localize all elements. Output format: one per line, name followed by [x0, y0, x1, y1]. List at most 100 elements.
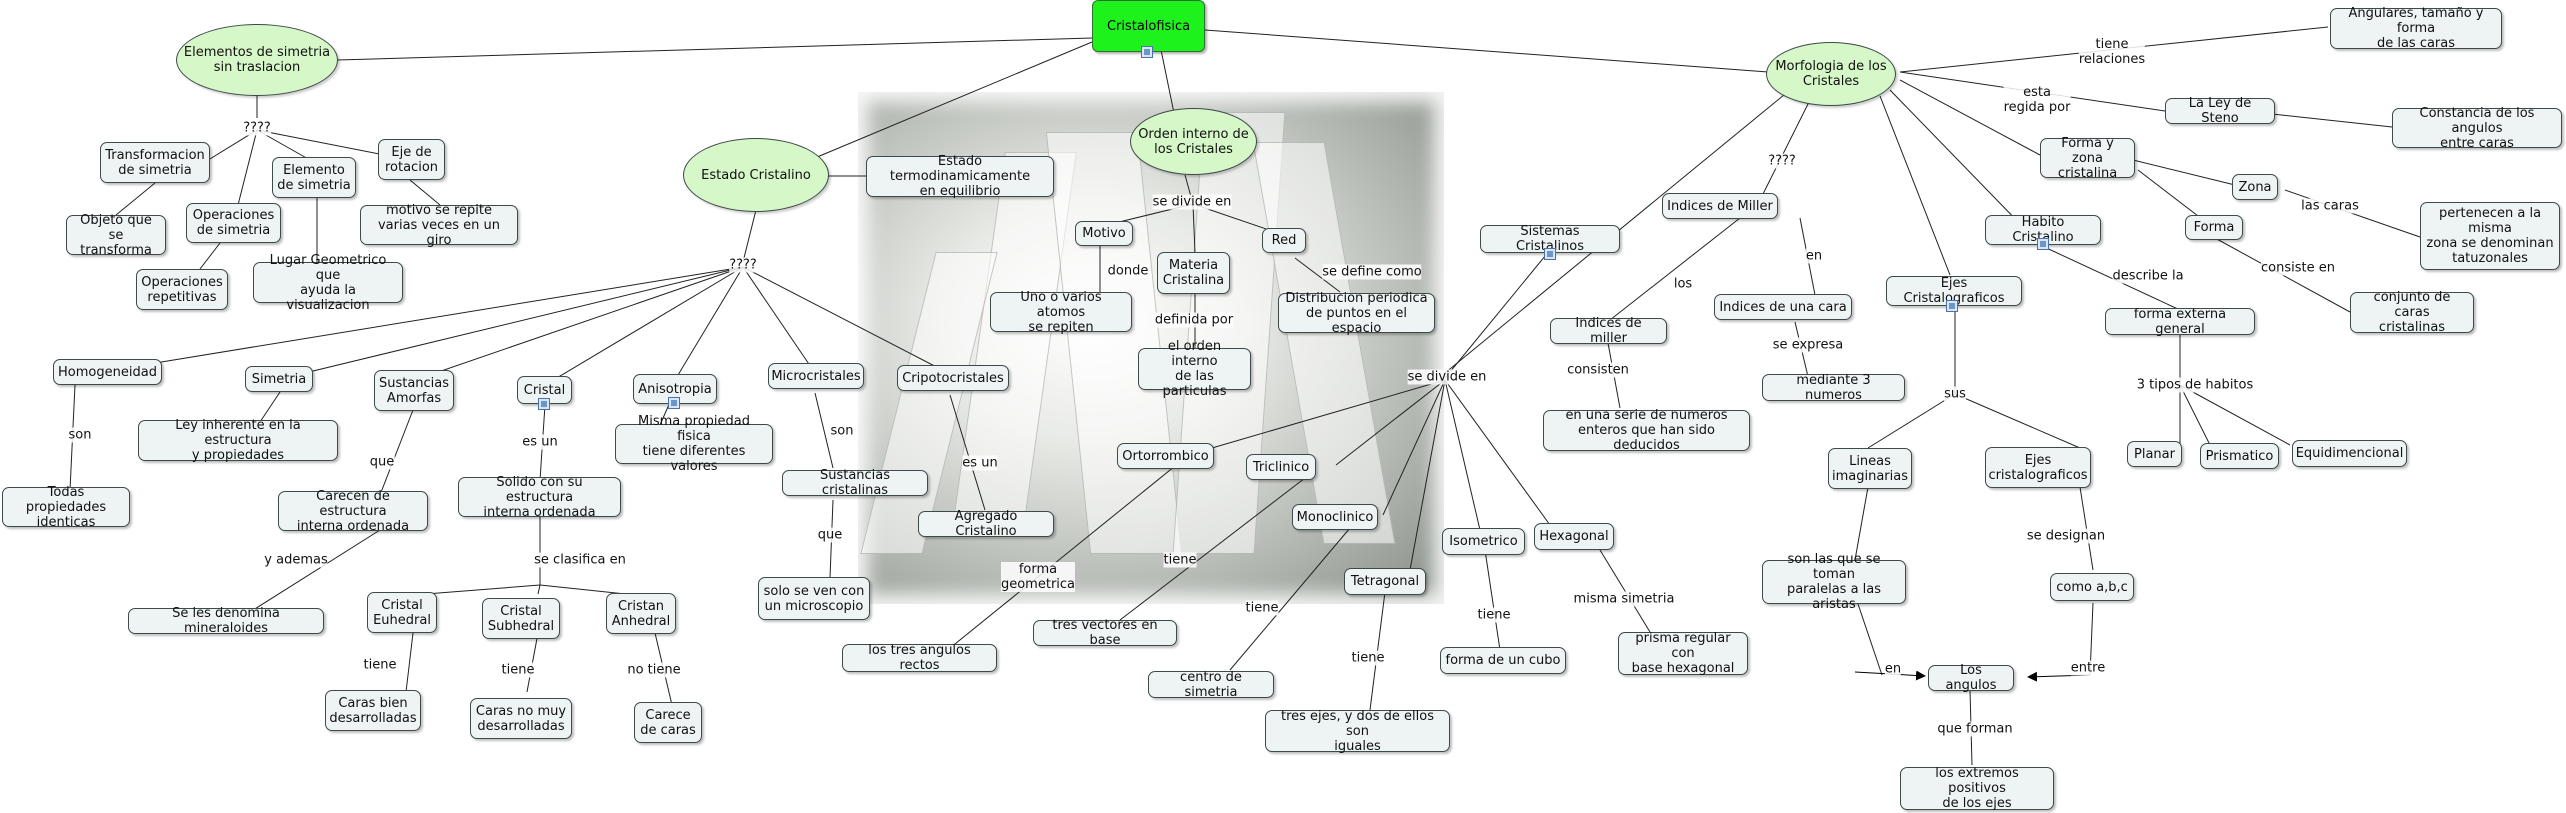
carece-node[interactable]: Carece de caras: [634, 702, 702, 743]
se-clasifica-label: se clasifica en: [534, 552, 626, 568]
homogeneidad-node[interactable]: Homogeneidad: [53, 359, 162, 385]
morfologia-node[interactable]: Morfologia de los Cristales: [1766, 42, 1896, 106]
operaciones-repetitivas-node[interactable]: Operaciones repetitivas: [136, 269, 228, 310]
forma-externa-node[interactable]: forma externa general: [2105, 307, 2255, 337]
tetragonal-node[interactable]: Tetragonal: [1344, 568, 1426, 595]
image-icon[interactable]: [1544, 248, 1556, 260]
cristal-node[interactable]: Cristal: [517, 376, 572, 404]
elemento-node[interactable]: Elemento de simetria: [272, 157, 356, 198]
ejes-node[interactable]: Ejes cristalograficos: [1985, 447, 2091, 488]
motivo-repite-node[interactable]: motivo se repite varias veces en un giro: [360, 203, 518, 248]
image-icon[interactable]: [538, 398, 550, 410]
como-abc-node[interactable]: como a,b,c: [2050, 573, 2134, 601]
constancia-node[interactable]: Constancia de los angulos entre caras: [2392, 106, 2562, 151]
angulares-node[interactable]: Angulares, tamaño y forma de las caras: [2330, 6, 2502, 51]
indices-miller-node[interactable]: Indices de miller: [1550, 316, 1667, 346]
planar-node[interactable]: Planar: [2127, 441, 2182, 467]
ley-inherente-node[interactable]: Ley inherente en la estructura y propied…: [138, 418, 338, 463]
root-node[interactable]: Cristalofisica: [1092, 0, 1205, 52]
extremos-node[interactable]: los extremos positivos de los ejes: [1900, 766, 2054, 811]
red-node[interactable]: Red: [1262, 228, 1306, 253]
conjunto-node[interactable]: conjunto de caras cristalinas: [2350, 290, 2474, 335]
pertenecen-node[interactable]: pertenecen a la misma zona se denominan …: [2420, 202, 2560, 270]
cubo-node[interactable]: forma de un cubo: [1440, 647, 1566, 674]
hexagonal-node[interactable]: Hexagonal: [1534, 523, 1614, 550]
en-label: en: [1884, 661, 1902, 677]
tiene-label-3: tiene: [1163, 552, 1197, 568]
operaciones-node[interactable]: Operaciones de simetria: [186, 203, 281, 243]
mediante-node[interactable]: mediante 3 numeros: [1762, 373, 1905, 403]
estado-termo-node[interactable]: Estado termodinamicamente en equilibrio: [866, 154, 1054, 199]
lugar-node[interactable]: Lugar Geometrico que ayuda la visualizac…: [253, 253, 403, 313]
carecen-node[interactable]: Carecen de estructura interna ordenada: [278, 489, 428, 534]
misma-propiedad-node[interactable]: Misma propiedad fisica tiene diferentes …: [615, 414, 773, 474]
se-divide-label-2: se divide en: [1407, 369, 1487, 385]
agregado-node[interactable]: Agregado Cristalino: [918, 509, 1054, 539]
triclinico-node[interactable]: Triclinico: [1246, 454, 1316, 480]
y-ademas-label: y ademas: [264, 552, 328, 568]
isometrico-node[interactable]: Isometrico: [1442, 528, 1525, 555]
son-label: son: [68, 427, 92, 443]
esta-regida-label: esta regida por: [2003, 85, 2071, 115]
sustancias-amorfas-node[interactable]: Sustancias Amorfas: [374, 370, 454, 411]
estado-node[interactable]: Estado Cristalino: [683, 138, 829, 212]
indices-cara-node[interactable]: Indices de una cara: [1714, 294, 1852, 320]
sustancias-cristalinas-node[interactable]: Sustancias cristalinas: [782, 468, 928, 498]
tres-angulos-node[interactable]: los tres angulos rectos: [842, 643, 997, 673]
objeto-node[interactable]: Objeto que se transforma: [66, 213, 166, 258]
forma-zona-node[interactable]: Forma y zona cristalina: [2040, 136, 2135, 181]
eje-rotacion-node[interactable]: Eje de rotacion: [378, 139, 445, 180]
ortorrombico-node[interactable]: Ortorrombico: [1117, 443, 1214, 469]
subhedral-node[interactable]: Cristal Subhedral: [482, 598, 560, 639]
mineraloides-node[interactable]: Se les denomina mineraloides: [128, 606, 324, 636]
prismatico-node[interactable]: Prismatico: [2200, 443, 2279, 469]
caras-bien-node[interactable]: Caras bien desarrolladas: [325, 690, 421, 731]
solido-node[interactable]: Solido con su estructura interna ordenad…: [458, 475, 621, 520]
describe-label: describe la: [2112, 268, 2184, 284]
q1-label: ????: [243, 120, 271, 136]
image-icon[interactable]: [1141, 46, 1153, 58]
elementos-node[interactable]: Elementos de simetria sin traslacion: [176, 24, 338, 96]
angulos-node[interactable]: Los angulos: [1928, 663, 2014, 693]
serie-node[interactable]: en una serie de numeros enteros que han …: [1543, 408, 1750, 453]
motivo-node[interactable]: Motivo: [1075, 221, 1133, 246]
uno-varios-node[interactable]: Uno o varios atomos se repiten: [990, 290, 1132, 335]
zona-node[interactable]: Zona: [2232, 174, 2278, 200]
forma-node[interactable]: Forma: [2185, 215, 2243, 240]
microcristales-node[interactable]: Microcristales: [768, 363, 864, 389]
transformacion-node[interactable]: Transformacion de simetria: [100, 142, 210, 183]
forma-geometrica-label: forma geometrica: [1000, 562, 1076, 592]
tres-vectores-node[interactable]: tres vectores en base: [1033, 618, 1177, 648]
steno-node[interactable]: La Ley de Steno: [2165, 96, 2275, 126]
image-icon[interactable]: [1946, 300, 1958, 312]
microscopio-node[interactable]: solo se ven con un microscopio: [758, 577, 870, 620]
image-icon[interactable]: [668, 397, 680, 409]
orden-interno-node[interactable]: Orden interno de los Cristales: [1130, 108, 1257, 175]
que-label: que: [369, 454, 395, 470]
distribucion-node[interactable]: Distribucion periodica de puntos en el e…: [1278, 291, 1435, 336]
caras-no-node[interactable]: Caras no muy desarrolladas: [470, 698, 572, 739]
centro-node[interactable]: centro de simetria: [1148, 670, 1274, 700]
entre-label: entre: [2070, 660, 2106, 676]
indices-node[interactable]: Indices de Miller: [1662, 193, 1778, 219]
no-tiene-label: no tiene: [627, 662, 681, 678]
criptocristales-node[interactable]: Cripotocristales: [897, 365, 1009, 391]
es-un-label: es un: [522, 434, 558, 450]
todas-propiedades-node[interactable]: Todas propiedades identicas: [2, 485, 130, 530]
euhedral-node[interactable]: Cristal Euhedral: [367, 592, 437, 633]
simetria-node[interactable]: Simetria: [245, 366, 313, 392]
materia-cristalina-node[interactable]: Materia Cristalina: [1157, 252, 1230, 294]
anisotropia-node[interactable]: Anisotropia: [633, 374, 717, 404]
image-icon[interactable]: [2037, 238, 2049, 250]
son-las-node[interactable]: son las que se toman paralelas a las ari…: [1762, 552, 1906, 612]
prisma-node[interactable]: prisma regular con base hexagonal: [1618, 631, 1748, 676]
equidimensional-node[interactable]: Equidimencional: [2292, 440, 2407, 467]
anhedral-node[interactable]: Cristan Anhedral: [606, 593, 676, 634]
orden-particulas-node[interactable]: el orden interno de las particulas: [1138, 339, 1251, 399]
se-divide-label: se divide en: [1152, 194, 1232, 210]
lineas-node[interactable]: Lineas imaginarias: [1828, 448, 1912, 489]
tiene-label-2: tiene: [501, 662, 535, 678]
monoclinico-node[interactable]: Monoclinico: [1292, 504, 1378, 530]
tres-ejes-node[interactable]: tres ejes, y dos de ellos son iguales: [1265, 709, 1450, 754]
definida-label: definida por: [1154, 312, 1234, 328]
